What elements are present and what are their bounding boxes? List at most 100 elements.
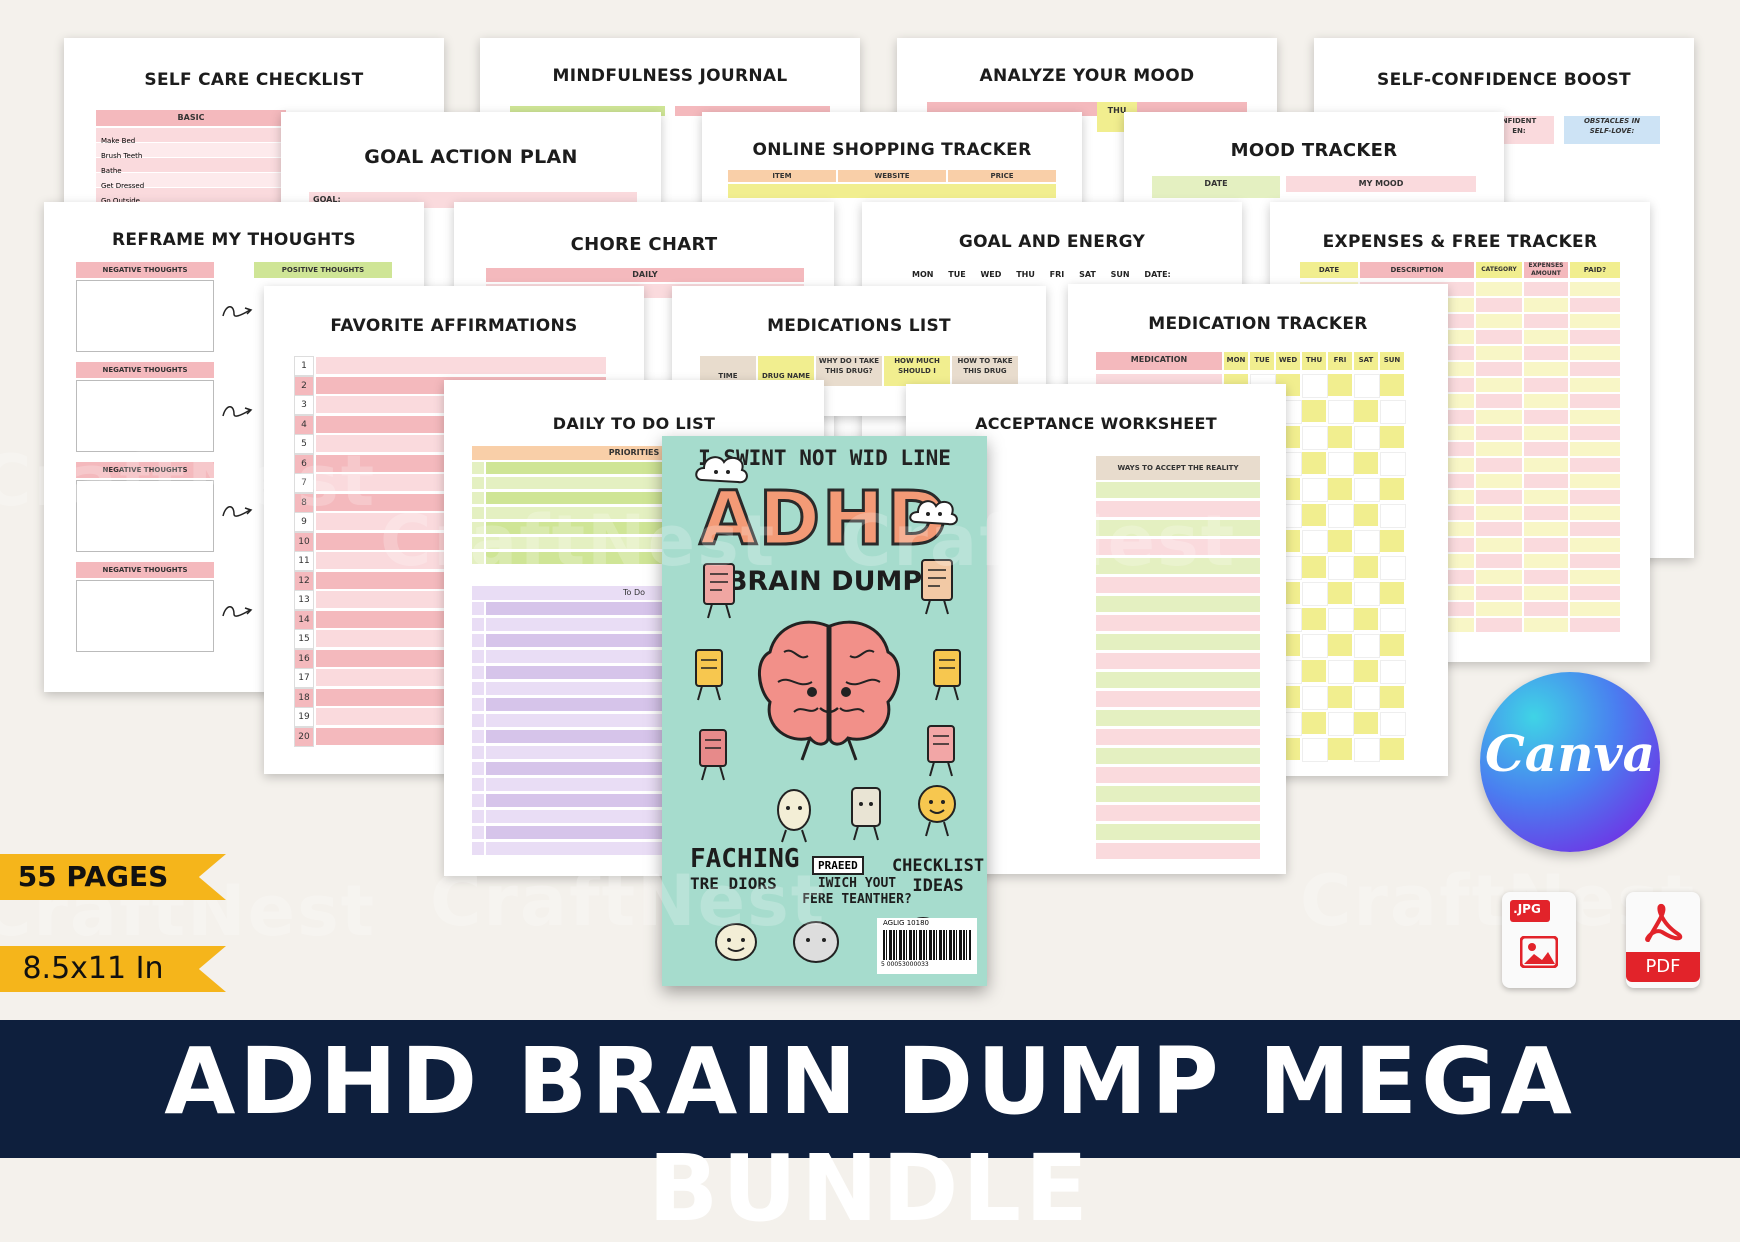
cover-faching-sub: TRE DIORS xyxy=(690,874,777,893)
table-row xyxy=(1524,522,1568,536)
negative-thoughts-header: NEGATIVE THOUGHTS xyxy=(76,562,214,578)
table-row xyxy=(1570,394,1620,408)
table-row xyxy=(1476,602,1522,616)
page-title: CHORE CHART xyxy=(570,234,718,255)
table-row xyxy=(1328,426,1352,448)
table-row xyxy=(1476,314,1522,328)
table-row xyxy=(1354,530,1380,554)
column-header: WHY DO I TAKE THIS DRUG? xyxy=(816,356,882,386)
table-row xyxy=(1476,570,1522,584)
table-row xyxy=(1380,582,1404,604)
row-number: 12 xyxy=(294,570,314,591)
table-row xyxy=(1302,686,1328,710)
table-row xyxy=(1380,530,1404,552)
table-row xyxy=(1524,410,1568,424)
table-row xyxy=(472,714,484,727)
column-header: FRI xyxy=(1328,352,1352,370)
table-row xyxy=(1380,712,1406,736)
column-header: DATE xyxy=(1152,176,1280,198)
page-size-text: 8.5x11 In xyxy=(22,951,164,986)
table-row xyxy=(1354,660,1378,682)
table-row xyxy=(1524,586,1568,600)
table-row xyxy=(472,650,484,663)
acceptance-rows xyxy=(1096,482,1260,862)
table-row xyxy=(1328,504,1354,528)
arrow-icon xyxy=(222,306,253,317)
table-row xyxy=(1380,686,1404,708)
table-row xyxy=(1524,490,1568,504)
table-row xyxy=(1096,691,1260,707)
table-row xyxy=(1096,482,1260,498)
day-label: SUN xyxy=(1110,270,1130,279)
cover-faching: FACHING xyxy=(690,844,800,874)
notepad-character-icon xyxy=(703,563,735,619)
table-row xyxy=(472,477,484,489)
column-header: PRICE xyxy=(948,170,1056,182)
table-row xyxy=(1570,426,1620,440)
table-row xyxy=(1476,522,1522,536)
table-row xyxy=(1476,362,1522,376)
page-size-badge: 8.5x11 In xyxy=(0,946,226,992)
table-row xyxy=(1096,558,1260,574)
column-header: EXPENSES AMOUNT xyxy=(1524,262,1568,278)
column-header: WEBSITE xyxy=(838,170,946,182)
table-row xyxy=(1570,538,1620,552)
table-row xyxy=(1380,478,1404,500)
table-row xyxy=(1524,538,1568,552)
table-row xyxy=(1328,556,1354,580)
list-item: Brush Teeth xyxy=(101,152,143,160)
table-row xyxy=(1328,660,1354,684)
table-row xyxy=(1570,362,1620,376)
table-row xyxy=(1476,506,1522,520)
table-row xyxy=(1328,374,1352,396)
table-row xyxy=(1096,729,1260,745)
table-row xyxy=(1570,298,1620,312)
row-number: 17 xyxy=(294,668,314,688)
table-row xyxy=(472,698,484,711)
table-row xyxy=(1302,478,1328,502)
table-row xyxy=(1096,539,1260,555)
table-row xyxy=(1476,426,1522,440)
table-row xyxy=(1096,748,1260,764)
daily-header: DAILY xyxy=(486,268,804,282)
table-row xyxy=(1570,474,1620,488)
table-row xyxy=(1380,608,1406,632)
cover-checklist: CHECKLIST IDEAS xyxy=(891,856,985,896)
table-row xyxy=(1524,378,1568,392)
pages-count-badge: 55 PAGES xyxy=(0,854,226,900)
table-row xyxy=(1302,712,1326,734)
table-row xyxy=(472,602,484,615)
positive-thoughts-header: POSITIVE THOUGHTS xyxy=(254,262,392,278)
cover-middle-text: IWICH YOUT FERE TEANTHER? xyxy=(802,876,912,907)
table-row xyxy=(1354,374,1380,398)
list-item: Bathe xyxy=(101,167,122,175)
table-row xyxy=(472,826,484,839)
barcode-number: 5 00053000033 xyxy=(881,961,929,968)
table-row xyxy=(1476,378,1522,392)
barcode: AGLIG 10180 5 00053000033 xyxy=(877,918,977,974)
arrow-icon xyxy=(222,606,253,617)
jpg-label: .JPG xyxy=(1513,902,1541,916)
page-title: ANALYZE YOUR MOOD xyxy=(979,66,1195,86)
column-header: MON xyxy=(1224,352,1248,370)
table-row xyxy=(1302,556,1326,578)
column-header: DATE xyxy=(1300,262,1358,278)
table-row xyxy=(1570,554,1620,568)
table-row xyxy=(1354,426,1380,450)
table-row xyxy=(1570,314,1620,328)
page-title: ONLINE SHOPPING TRACKER xyxy=(752,140,1032,160)
table-row xyxy=(472,492,484,504)
hedgehog-character-icon xyxy=(793,921,839,963)
row-number: 13 xyxy=(294,590,314,610)
column-header: WAYS TO ACCEPT THE REALITY xyxy=(1096,456,1260,480)
table-row xyxy=(1476,442,1522,456)
list-item: Get Dressed xyxy=(101,182,145,190)
note-character-icon xyxy=(933,649,961,701)
row-number: 3 xyxy=(294,395,314,415)
table-row xyxy=(1096,767,1260,783)
table-row xyxy=(1380,504,1406,528)
table-row xyxy=(1524,346,1568,360)
table-row xyxy=(1570,282,1620,296)
table-row xyxy=(1096,596,1260,612)
day-label: FRI xyxy=(1049,270,1065,279)
